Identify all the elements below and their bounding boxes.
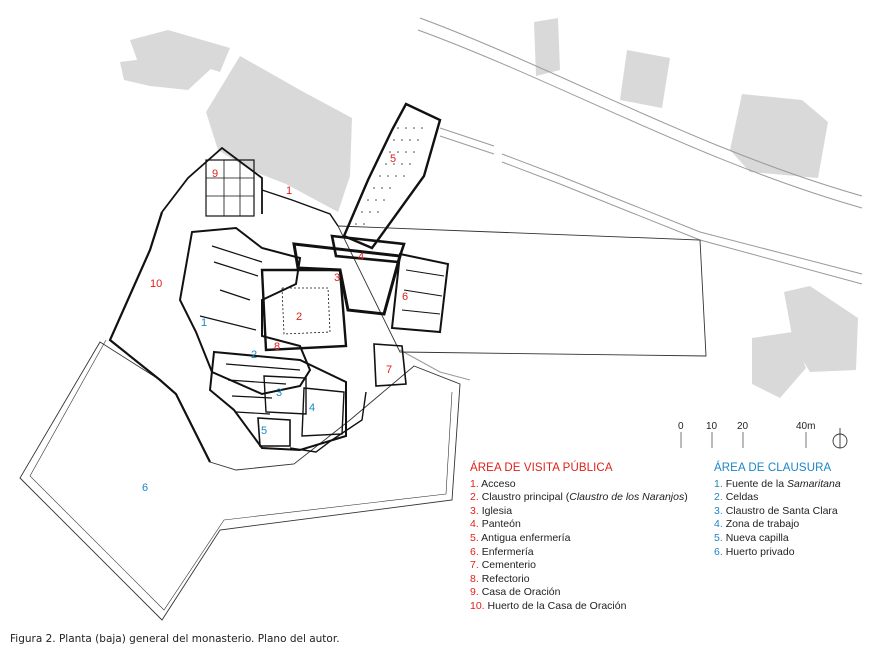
legend-item: 5. Nueva capilla bbox=[714, 531, 789, 544]
legend-item: 8. Refectorio bbox=[470, 572, 530, 585]
legend-item: 6. Huerto privado bbox=[714, 545, 795, 558]
scale-tick-40m: 40m bbox=[796, 421, 815, 432]
label-zona-de-trabajo: 4 bbox=[309, 402, 315, 414]
neighbor-buildings bbox=[120, 18, 858, 398]
legend-item: 9. Casa de Oración bbox=[470, 586, 561, 599]
legend-item: 4. Panteón bbox=[470, 518, 521, 531]
label-cementerio: 7 bbox=[386, 364, 392, 376]
label-fuente-samaritana: 1 bbox=[201, 317, 207, 329]
figure-caption: Figura 2. Planta (baja) general del mona… bbox=[10, 633, 340, 645]
label-antigua-enfermeria: 5 bbox=[390, 153, 396, 165]
north-arrow-icon bbox=[832, 428, 848, 449]
label-enfermeria: 6 bbox=[402, 291, 408, 303]
legend-item: 3. Claustro de Santa Clara bbox=[714, 504, 838, 517]
legend-item: 4. Zona de trabajo bbox=[714, 518, 800, 531]
public-area-labels: 1 2 3 4 5 6 7 8 9 10 bbox=[150, 153, 408, 376]
label-panteon: 4 bbox=[358, 251, 364, 263]
legend-item: 3. Iglesia bbox=[470, 504, 513, 517]
legend-item: 1. Acceso bbox=[470, 477, 516, 490]
street-lines bbox=[399, 17, 863, 381]
legend-item: 5. Antigua enfermería bbox=[470, 531, 571, 544]
legend-item: 2. Claustro principal (Claustro de los N… bbox=[470, 491, 688, 504]
monastery-floor-plan: 0 10 20 40m bbox=[19, 17, 863, 621]
legend-clausura-title: ÁREA DE CLAUSURA bbox=[714, 462, 832, 474]
scale-tick-10: 10 bbox=[706, 421, 718, 432]
label-claustro-principal: 2 bbox=[296, 311, 302, 323]
label-refectorio: 8 bbox=[274, 341, 280, 353]
label-casa-de-oracion: 9 bbox=[212, 168, 218, 180]
scale-bar: 0 10 20 40m bbox=[678, 421, 815, 448]
label-huerto-casa-oracion: 10 bbox=[150, 278, 162, 290]
monastery-walls bbox=[108, 102, 450, 463]
legend-public-title: ÁREA DE VISITA PÚBLICA bbox=[470, 462, 613, 474]
label-acceso: 1 bbox=[286, 185, 292, 197]
label-huerto-privado: 6 bbox=[142, 482, 148, 494]
legend-public-area: ÁREA DE VISITA PÚBLICA 1. Acceso 2. Clau… bbox=[470, 462, 710, 614]
legend-item: 2. Celdas bbox=[714, 491, 759, 504]
legend-item: 10. Huerto de la Casa de Oración bbox=[470, 599, 627, 612]
legend-item: 1. Fuente de la Samaritana bbox=[714, 477, 841, 490]
label-iglesia: 3 bbox=[334, 272, 340, 284]
legend-item: 6. Enfermería bbox=[470, 545, 534, 558]
legend-clausura-area: ÁREA DE CLAUSURA 1. Fuente de la Samarit… bbox=[714, 462, 874, 559]
label-celdas: 2 bbox=[251, 349, 257, 361]
clausura-area-labels: 1 2 3 4 5 6 bbox=[142, 317, 315, 494]
label-nueva-capilla: 5 bbox=[261, 425, 267, 437]
legend-item: 7. Cementerio bbox=[470, 559, 536, 572]
wing-hatching bbox=[355, 127, 423, 225]
scale-tick-20: 20 bbox=[737, 421, 749, 432]
label-claustro-santa-clara: 3 bbox=[276, 387, 282, 399]
scale-tick-0: 0 bbox=[678, 421, 684, 432]
